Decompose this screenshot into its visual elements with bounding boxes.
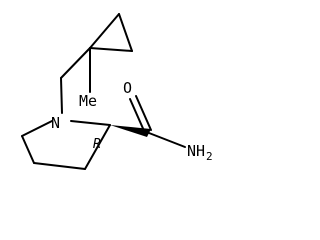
atom-label-nitrogen: N [51,114,60,132]
atom-label-amide-subscript: 2 [206,150,213,163]
bond-ring-c5-n [21,120,53,137]
bond-cyclopropyl-c3-c1 [89,47,133,52]
atom-label-methyl: Me [79,92,97,110]
bond-ring-c4-c5 [21,135,35,164]
bond-carbonyl-b [135,95,152,131]
bond-ring-c3-c4 [33,162,86,170]
atom-label-oxygen: O [123,79,132,97]
bond-carbonyl-a [129,98,146,134]
bond-ch2-nitrogen [60,77,63,114]
bond-ring-n-c2 [70,120,111,126]
atom-label-amide-nitrogen: NH [187,142,205,160]
chemical-structure: Me N O NH 2 R [21,13,213,170]
bond-amide-nitrogen [148,132,186,148]
bond-cyclopropyl-c2-c3 [118,13,133,52]
bond-ring-c2-c3 [84,124,111,170]
bond-cyclopropyl-c1-c2 [89,13,120,49]
stereo-descriptor: R [93,137,101,152]
bond-quaternary-ch2 [60,47,91,79]
wedge-bond-stereocenter [110,125,151,137]
